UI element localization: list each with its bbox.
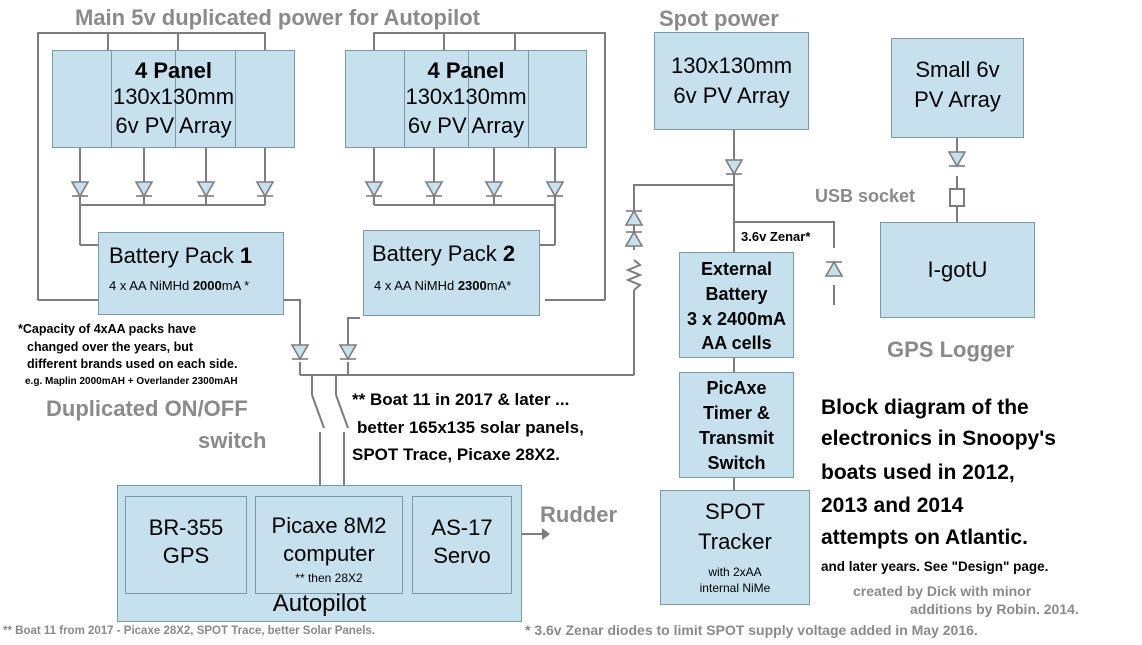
panel-divider	[235, 51, 236, 147]
battery-pack-1-desc: 4 x AA NiMHd 2000mA *	[109, 278, 250, 293]
spot-tracker-l1: SPOT	[705, 499, 765, 524]
autopilot-label: Autopilot	[272, 590, 367, 617]
external-battery-l3: 3 x 2400mA	[686, 309, 787, 329]
diode-icon	[824, 260, 844, 277]
gps-module-l2: GPS	[162, 543, 210, 568]
credit-l2: additions by Robin. 2014.	[910, 601, 1079, 617]
diode-icon	[255, 181, 275, 198]
spot-power-heading: Spot power	[659, 6, 779, 31]
footer-right-note: * 3.6v Zenar diodes to limit SPOT supply…	[525, 622, 978, 638]
picaxe-timer-l2: Timer &	[703, 403, 770, 423]
diode-icon	[947, 151, 967, 168]
servo-module: AS-17 Servo	[412, 496, 512, 594]
diode-icon	[424, 181, 444, 198]
boat11-note-l2: better 165x135 solar panels,	[357, 418, 584, 437]
pv-array-panel-1: 4 Panel 130x130mm 6v PV Array	[52, 50, 295, 148]
credit-l1: created by Dick with minor	[853, 583, 1032, 599]
picaxe-timer-l4: Switch	[707, 453, 766, 473]
computer-module-l3: ** then 28X2	[295, 571, 363, 585]
battery-pack-2-title: Battery Pack 2	[372, 241, 516, 266]
capacity-note-l4: e.g. Maplin 2000mAH + Overlander 2300mAH	[25, 376, 238, 387]
block-title-l1: Block diagram of the	[821, 396, 1029, 419]
panel-2-label: 4 Panel	[427, 58, 505, 83]
panel-divider	[528, 51, 529, 147]
pv-array-panel-2: 4 Panel 130x130mm 6v PV Array	[345, 50, 587, 148]
block-title-l3: boats used in 2012,	[821, 461, 1015, 484]
gps-module-l1: BR-355	[148, 515, 224, 540]
external-battery-l2: Battery	[705, 284, 768, 304]
gps-logger-label: GPS Logger	[887, 337, 1015, 362]
switch-label: Duplicated ON/OFF	[46, 396, 248, 421]
block-title-l5: attempts on Atlantic.	[821, 526, 1028, 549]
spot-pv-size: 130x130mm	[670, 53, 793, 78]
usb-socket-label: USB socket	[815, 186, 916, 206]
diode-icon	[545, 181, 565, 198]
diode-icon	[338, 344, 358, 361]
igotu-device: I-gotU	[880, 222, 1035, 318]
panel-1-size: 130x130mm	[112, 84, 235, 109]
battery-pack-2-desc: 4 x AA NiMHd 2300mA*	[374, 278, 512, 293]
diode-icon	[484, 181, 504, 198]
small-pv-array-label: PV Array	[914, 87, 1001, 112]
battery-pack-1: Battery Pack 1 4 x AA NiMHd 2000mA *	[98, 232, 284, 315]
block-title-l6: and later years. See "Design" page.	[821, 559, 1049, 574]
panel-2-voltage: 6v PV Array	[407, 113, 525, 138]
autopilot-box: BR-355 GPS Picaxe 8M2 computer ** then 2…	[117, 485, 522, 622]
rudder-label: Rudder	[540, 502, 617, 527]
switch-label-2: switch	[198, 428, 267, 453]
spot-tracker-l4: internal NiMe	[699, 581, 771, 595]
diode-icon	[724, 159, 744, 176]
gps-module: BR-355 GPS	[125, 496, 247, 594]
zenar-label: 3.6v Zenar*	[741, 229, 811, 244]
boat11-note-l1: ** Boat 11 in 2017 & later ...	[352, 390, 570, 409]
usb-socket-icon	[949, 188, 965, 207]
igotu-label: I-gotU	[927, 257, 988, 282]
computer-module-l1: Picaxe 8M2	[271, 513, 387, 538]
spot-tracker-l3: with 2xAA	[708, 565, 762, 579]
panel-divider	[468, 51, 469, 147]
spot-pv-array: 130x130mm 6v PV Array	[654, 32, 809, 130]
external-battery-l1: External	[700, 259, 773, 279]
diode-icon	[70, 181, 90, 198]
picaxe-timer-l1: PicAxe	[706, 378, 767, 398]
external-battery: External Battery 3 x 2400mA AA cells	[679, 252, 794, 358]
spot-pv-voltage: 6v PV Array	[673, 83, 790, 108]
battery-pack-2: Battery Pack 2 4 x AA NiMHd 2300mA*	[363, 230, 540, 316]
servo-module-l1: AS-17	[431, 515, 493, 540]
spot-tracker: SPOT Tracker with 2xAA internal NiMe	[660, 490, 810, 605]
external-battery-l4: AA cells	[701, 333, 772, 353]
battery-pack-1-title: Battery Pack 1	[109, 243, 253, 268]
servo-module-l2: Servo	[433, 543, 491, 568]
capacity-note-l3: different brands used on each side.	[27, 357, 238, 371]
panel-divider	[404, 51, 405, 147]
diode-icon	[134, 181, 154, 198]
diode-icon	[364, 181, 384, 198]
block-title-l4: 2013 and 2014	[821, 494, 964, 517]
diode-icon	[290, 344, 310, 361]
panel-2-size: 130x130mm	[405, 84, 527, 109]
panel-divider	[111, 51, 112, 147]
picaxe-timer-l3: Transmit	[698, 428, 775, 448]
footer-left-note: ** Boat 11 from 2017 - Picaxe 28X2, SPOT…	[3, 625, 376, 637]
panel-1-voltage: 6v PV Array	[115, 113, 232, 138]
small-pv-array: Small 6v PV Array	[891, 38, 1024, 138]
spot-tracker-l2: Tracker	[698, 529, 772, 554]
capacity-note-l2: changed over the years, but	[27, 340, 194, 354]
diode-icon	[624, 209, 644, 226]
diode-icon	[624, 230, 644, 247]
boat11-note-l3: SPOT Trace, Picaxe 28X2.	[352, 445, 560, 464]
computer-module: Picaxe 8M2 computer ** then 28X2	[255, 496, 403, 594]
block-title-l2: electronics in Snoopy's	[821, 427, 1056, 450]
panel-divider	[175, 51, 176, 147]
capacity-note-l1: *Capacity of 4xAA packs have	[18, 322, 197, 336]
rudder-arrow-icon	[542, 528, 550, 540]
panel-1-label: 4 Panel	[134, 58, 213, 83]
small-pv-label: Small 6v	[915, 57, 1000, 82]
main-power-heading: Main 5v duplicated power for Autopilot	[75, 5, 480, 30]
diode-icon	[196, 181, 216, 198]
picaxe-timer: PicAxe Timer & Transmit Switch	[679, 372, 794, 478]
computer-module-l2: computer	[283, 541, 375, 566]
